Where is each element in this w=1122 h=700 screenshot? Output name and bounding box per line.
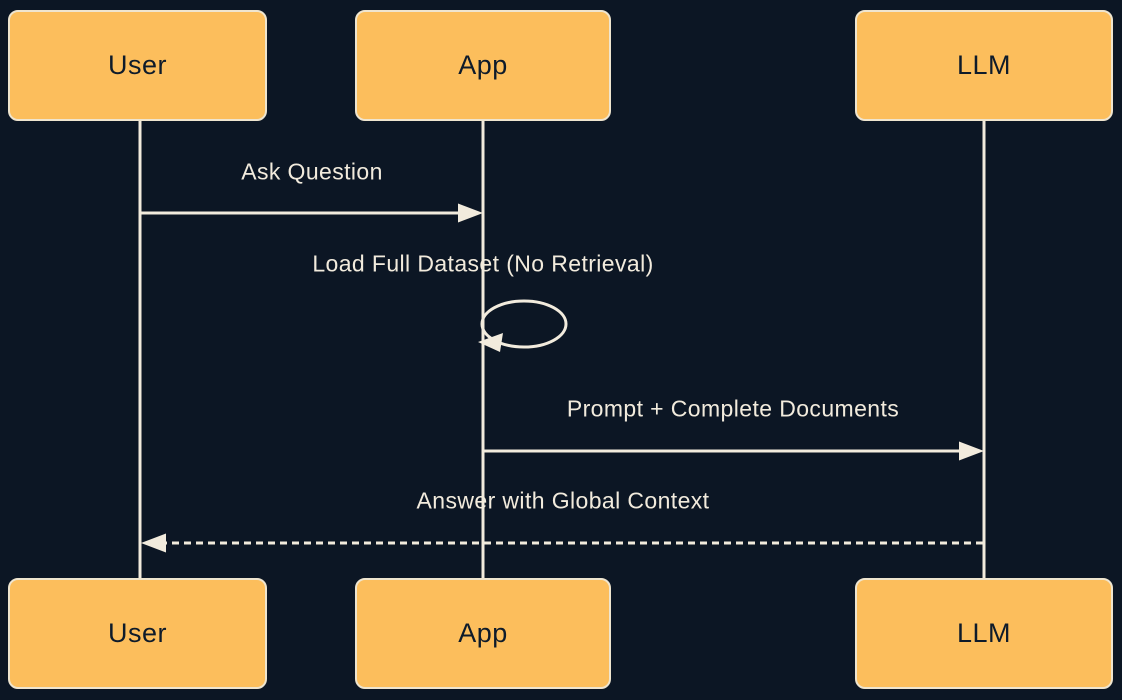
actor-box-user-top: User bbox=[8, 10, 267, 121]
actor-label-llm-top: LLM bbox=[956, 50, 1012, 80]
actor-box-app-bottom: App bbox=[355, 578, 611, 689]
message-label-prompt: Prompt + Complete Documents bbox=[566, 395, 900, 422]
actor-label-app-bottom: App bbox=[458, 618, 508, 648]
arrow-answer-head bbox=[141, 533, 166, 553]
actor-box-llm-bottom: LLM bbox=[855, 578, 1113, 689]
actor-box-llm-top: LLM bbox=[855, 10, 1113, 121]
arrow-prompt-head bbox=[959, 441, 984, 461]
self-loop-ellipse bbox=[480, 299, 568, 349]
actor-label-app-top: App bbox=[458, 50, 508, 80]
message-label-answer: Answer with Global Context bbox=[416, 487, 710, 514]
actor-box-user-bottom: User bbox=[8, 578, 267, 689]
actor-label-user-bottom: User bbox=[107, 618, 167, 648]
message-label-ask-question: Ask Question bbox=[241, 158, 383, 185]
self-loop-arrow-head bbox=[478, 333, 503, 352]
arrow-ask-question-head bbox=[458, 203, 483, 223]
actor-label-user-top: User bbox=[107, 50, 167, 80]
actor-label-llm-bottom: LLM bbox=[956, 618, 1012, 648]
actor-box-app-top: App bbox=[355, 10, 611, 121]
message-label-load-dataset: Load Full Dataset (No Retrieval) bbox=[312, 250, 654, 277]
